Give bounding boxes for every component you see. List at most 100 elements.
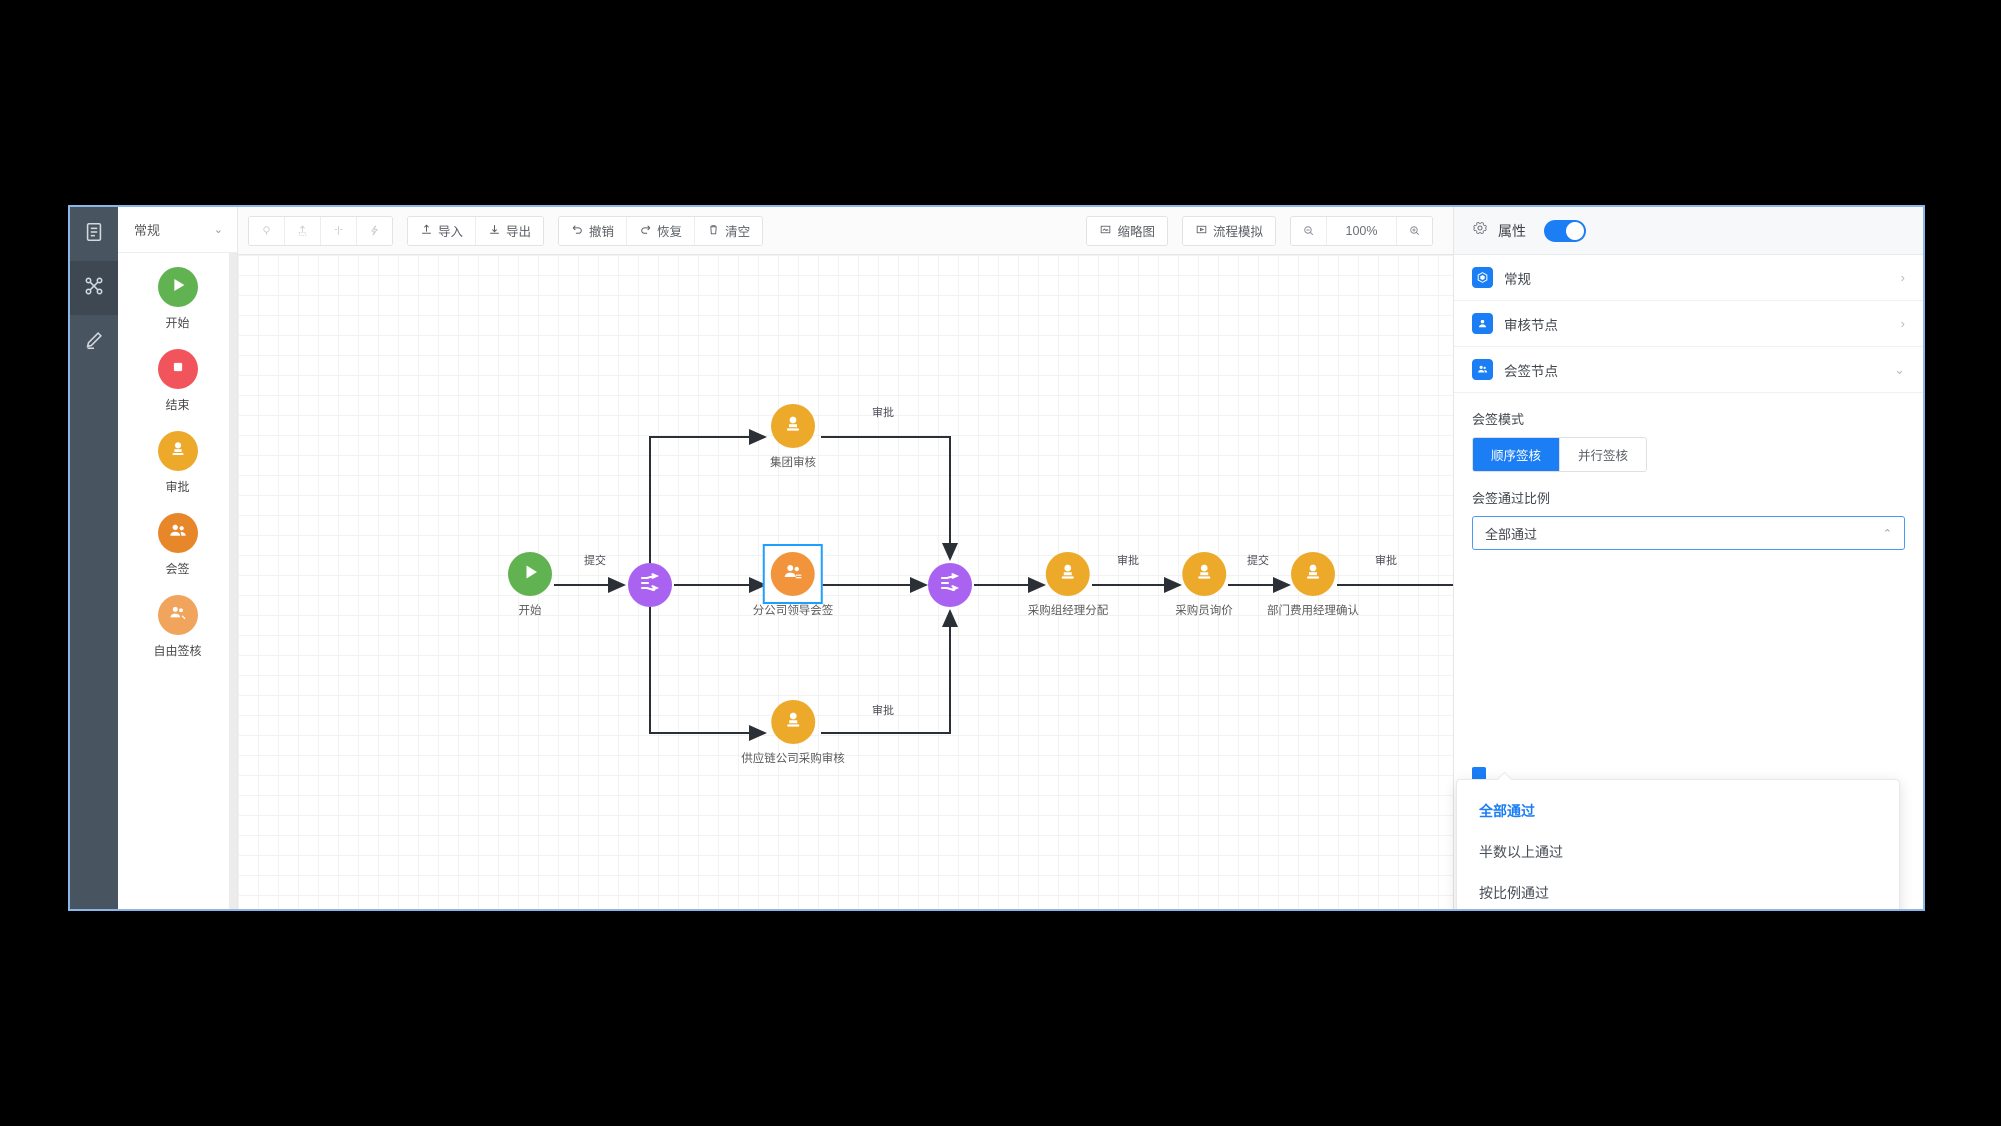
- countersign-form: 会签模式 顺序签核 并行签核 会签通过比例 全部通过 ⌃: [1454, 393, 1923, 550]
- import-button[interactable]: 导入: [408, 216, 477, 245]
- section-label: 审核节点: [1504, 317, 1558, 333]
- node-circle: [771, 552, 815, 596]
- toolbar-shape-group: [248, 215, 393, 246]
- rail-item-flow-designer[interactable]: [70, 261, 118, 315]
- thumbnail-icon: [1099, 223, 1112, 239]
- palette-item-countersign[interactable]: 会签: [118, 513, 237, 577]
- stamp-icon: [781, 412, 805, 441]
- user-icon: [1472, 313, 1493, 334]
- toolbar-history-group: 撤销 恢复 清空: [558, 215, 764, 246]
- node-palette: 常规 ⌄ 开始 结束: [118, 207, 238, 909]
- section-review-node[interactable]: 审核节点 ›: [1454, 301, 1923, 347]
- users-icon: [1472, 359, 1493, 380]
- edge-label: 审批: [872, 407, 894, 419]
- palette-item-free-sign[interactable]: 自由签核: [118, 595, 237, 659]
- redo-icon: [639, 223, 652, 239]
- redo-button[interactable]: 恢复: [627, 216, 696, 245]
- flow-node-gateway-2[interactable]: [928, 563, 972, 607]
- gateway-icon: [638, 571, 662, 600]
- palette-item-label: 自由签核: [153, 644, 202, 658]
- flow-icon: [83, 275, 105, 302]
- chevron-right-icon: ›: [1900, 316, 1905, 331]
- align-icon[interactable]: [321, 216, 357, 245]
- zoom-level-value[interactable]: 100%: [1327, 216, 1397, 245]
- undo-shape-icon[interactable]: [249, 216, 285, 245]
- edge-label: 提交: [584, 555, 606, 567]
- flow-node-start[interactable]: 开始: [508, 552, 552, 618]
- trash-icon: [707, 223, 720, 239]
- palette-item-end[interactable]: 结束: [118, 349, 237, 413]
- palette-item-list: 开始 结束 审批: [118, 253, 237, 909]
- flow-node-group-review[interactable]: 集团审核: [770, 404, 816, 470]
- thumbnail-button[interactable]: 缩略图: [1087, 216, 1167, 245]
- node-label: 供应链公司采购审核: [741, 753, 845, 765]
- node-circle: [628, 563, 672, 607]
- dropdown-option-all-pass[interactable]: 全部通过: [1479, 802, 1535, 819]
- chevron-up-icon: ⌃: [1882, 527, 1892, 540]
- start-node-swatch: [157, 267, 198, 307]
- section-countersign-node[interactable]: 会签节点 ⌄: [1454, 347, 1923, 393]
- ratio-select[interactable]: 全部通过 ⌃: [1472, 516, 1905, 550]
- cube-icon: [1472, 267, 1493, 288]
- countersign-node-swatch: [157, 513, 198, 553]
- stamp-icon: [781, 708, 805, 737]
- node-circle: [1182, 552, 1226, 596]
- rail-item-form-designer[interactable]: [70, 207, 118, 261]
- node-circle: [1291, 552, 1335, 596]
- chevron-down-icon: ⌄: [1894, 361, 1905, 377]
- flow-node-buyer-quote[interactable]: 采购员询价: [1175, 552, 1233, 618]
- chevron-down-icon: ⌄: [213, 224, 223, 236]
- palette-item-label: 会签: [165, 562, 190, 576]
- palette-item-label: 结束: [165, 398, 190, 412]
- flow-node-supply-review[interactable]: 供应链公司采购审核: [741, 700, 845, 766]
- toolbar-io-group: 导入 导出: [407, 215, 545, 246]
- lightning-icon[interactable]: [357, 216, 392, 245]
- properties-title: 属性: [1498, 222, 1526, 239]
- undo-button[interactable]: 撤销: [559, 216, 628, 245]
- palette-item-label: 开始: [165, 316, 190, 330]
- stamp-icon: [167, 438, 189, 465]
- section-label: 常规: [1504, 271, 1531, 287]
- mode-sequential-button[interactable]: 顺序签核: [1473, 438, 1561, 471]
- mode-parallel-button[interactable]: 并行签核: [1560, 438, 1647, 471]
- editor-center: 导入 导出 撤销 恢复: [238, 207, 1453, 909]
- simulate-icon: [1195, 223, 1208, 239]
- workflow-designer-window: 常规 ⌄ 开始 结束: [68, 205, 1925, 911]
- simulate-button[interactable]: 流程模拟: [1182, 216, 1275, 245]
- flow-node-branch-countersign[interactable]: 分公司领导会签: [753, 544, 833, 618]
- properties-toggle[interactable]: [1544, 219, 1586, 242]
- editor-toolbar: 导入 导出 撤销 恢复: [238, 207, 1453, 255]
- flow-node-purchase-assign[interactable]: 采购组经理分配: [1027, 552, 1109, 618]
- ratio-dropdown-menu: 全部通过 半数以上通过 按比例通过 按数量通过 一票通过 一票否决: [1456, 779, 1900, 909]
- node-circle: [928, 563, 972, 607]
- properties-panel: 属性 常规 › 审核节点 › 会签节点 ⌄ 会签模式 顺序签核: [1453, 207, 1923, 909]
- redo-label: 恢复: [657, 225, 683, 239]
- clear-button[interactable]: 清空: [695, 216, 763, 245]
- export-button[interactable]: 导出: [476, 216, 544, 245]
- edge-label: 提交: [1247, 555, 1269, 567]
- section-general[interactable]: 常规 ›: [1454, 255, 1923, 301]
- toolbar-simulate-group: 流程模拟: [1181, 215, 1276, 246]
- dropdown-option-ratio-pass[interactable]: 按比例通过: [1479, 884, 1549, 901]
- dropdown-option-majority-pass[interactable]: 半数以上通过: [1479, 843, 1563, 860]
- palette-scrollbar[interactable]: [229, 253, 237, 909]
- group-users-icon: [167, 520, 189, 547]
- palette-group-header[interactable]: 常规 ⌄: [118, 207, 237, 253]
- section-label: 会签节点: [1504, 363, 1558, 379]
- zoom-in-button[interactable]: [1397, 216, 1432, 245]
- rail-item-pen-tool[interactable]: [70, 315, 118, 369]
- flow-node-dept-cost-confirm[interactable]: 部门费用经理确认: [1267, 552, 1359, 618]
- node-label: 采购员询价: [1175, 605, 1233, 617]
- ratio-select-value: 全部通过: [1485, 526, 1538, 542]
- flow-node-gateway-1[interactable]: [628, 563, 672, 607]
- add-node-icon[interactable]: [285, 216, 321, 245]
- zoom-out-button[interactable]: [1291, 216, 1327, 245]
- free-sign-node-swatch: [157, 595, 198, 635]
- palette-item-start[interactable]: 开始: [118, 267, 237, 331]
- palette-item-approve[interactable]: 审批: [118, 431, 237, 495]
- end-node-swatch: [157, 349, 198, 389]
- export-label: 导出: [506, 225, 532, 239]
- node-label: 采购组经理分配: [1027, 605, 1109, 617]
- flow-canvas[interactable]: 提交 审批 审批 审批 提交 审批 开始: [238, 255, 1453, 909]
- palette-group-label: 常规: [134, 223, 161, 238]
